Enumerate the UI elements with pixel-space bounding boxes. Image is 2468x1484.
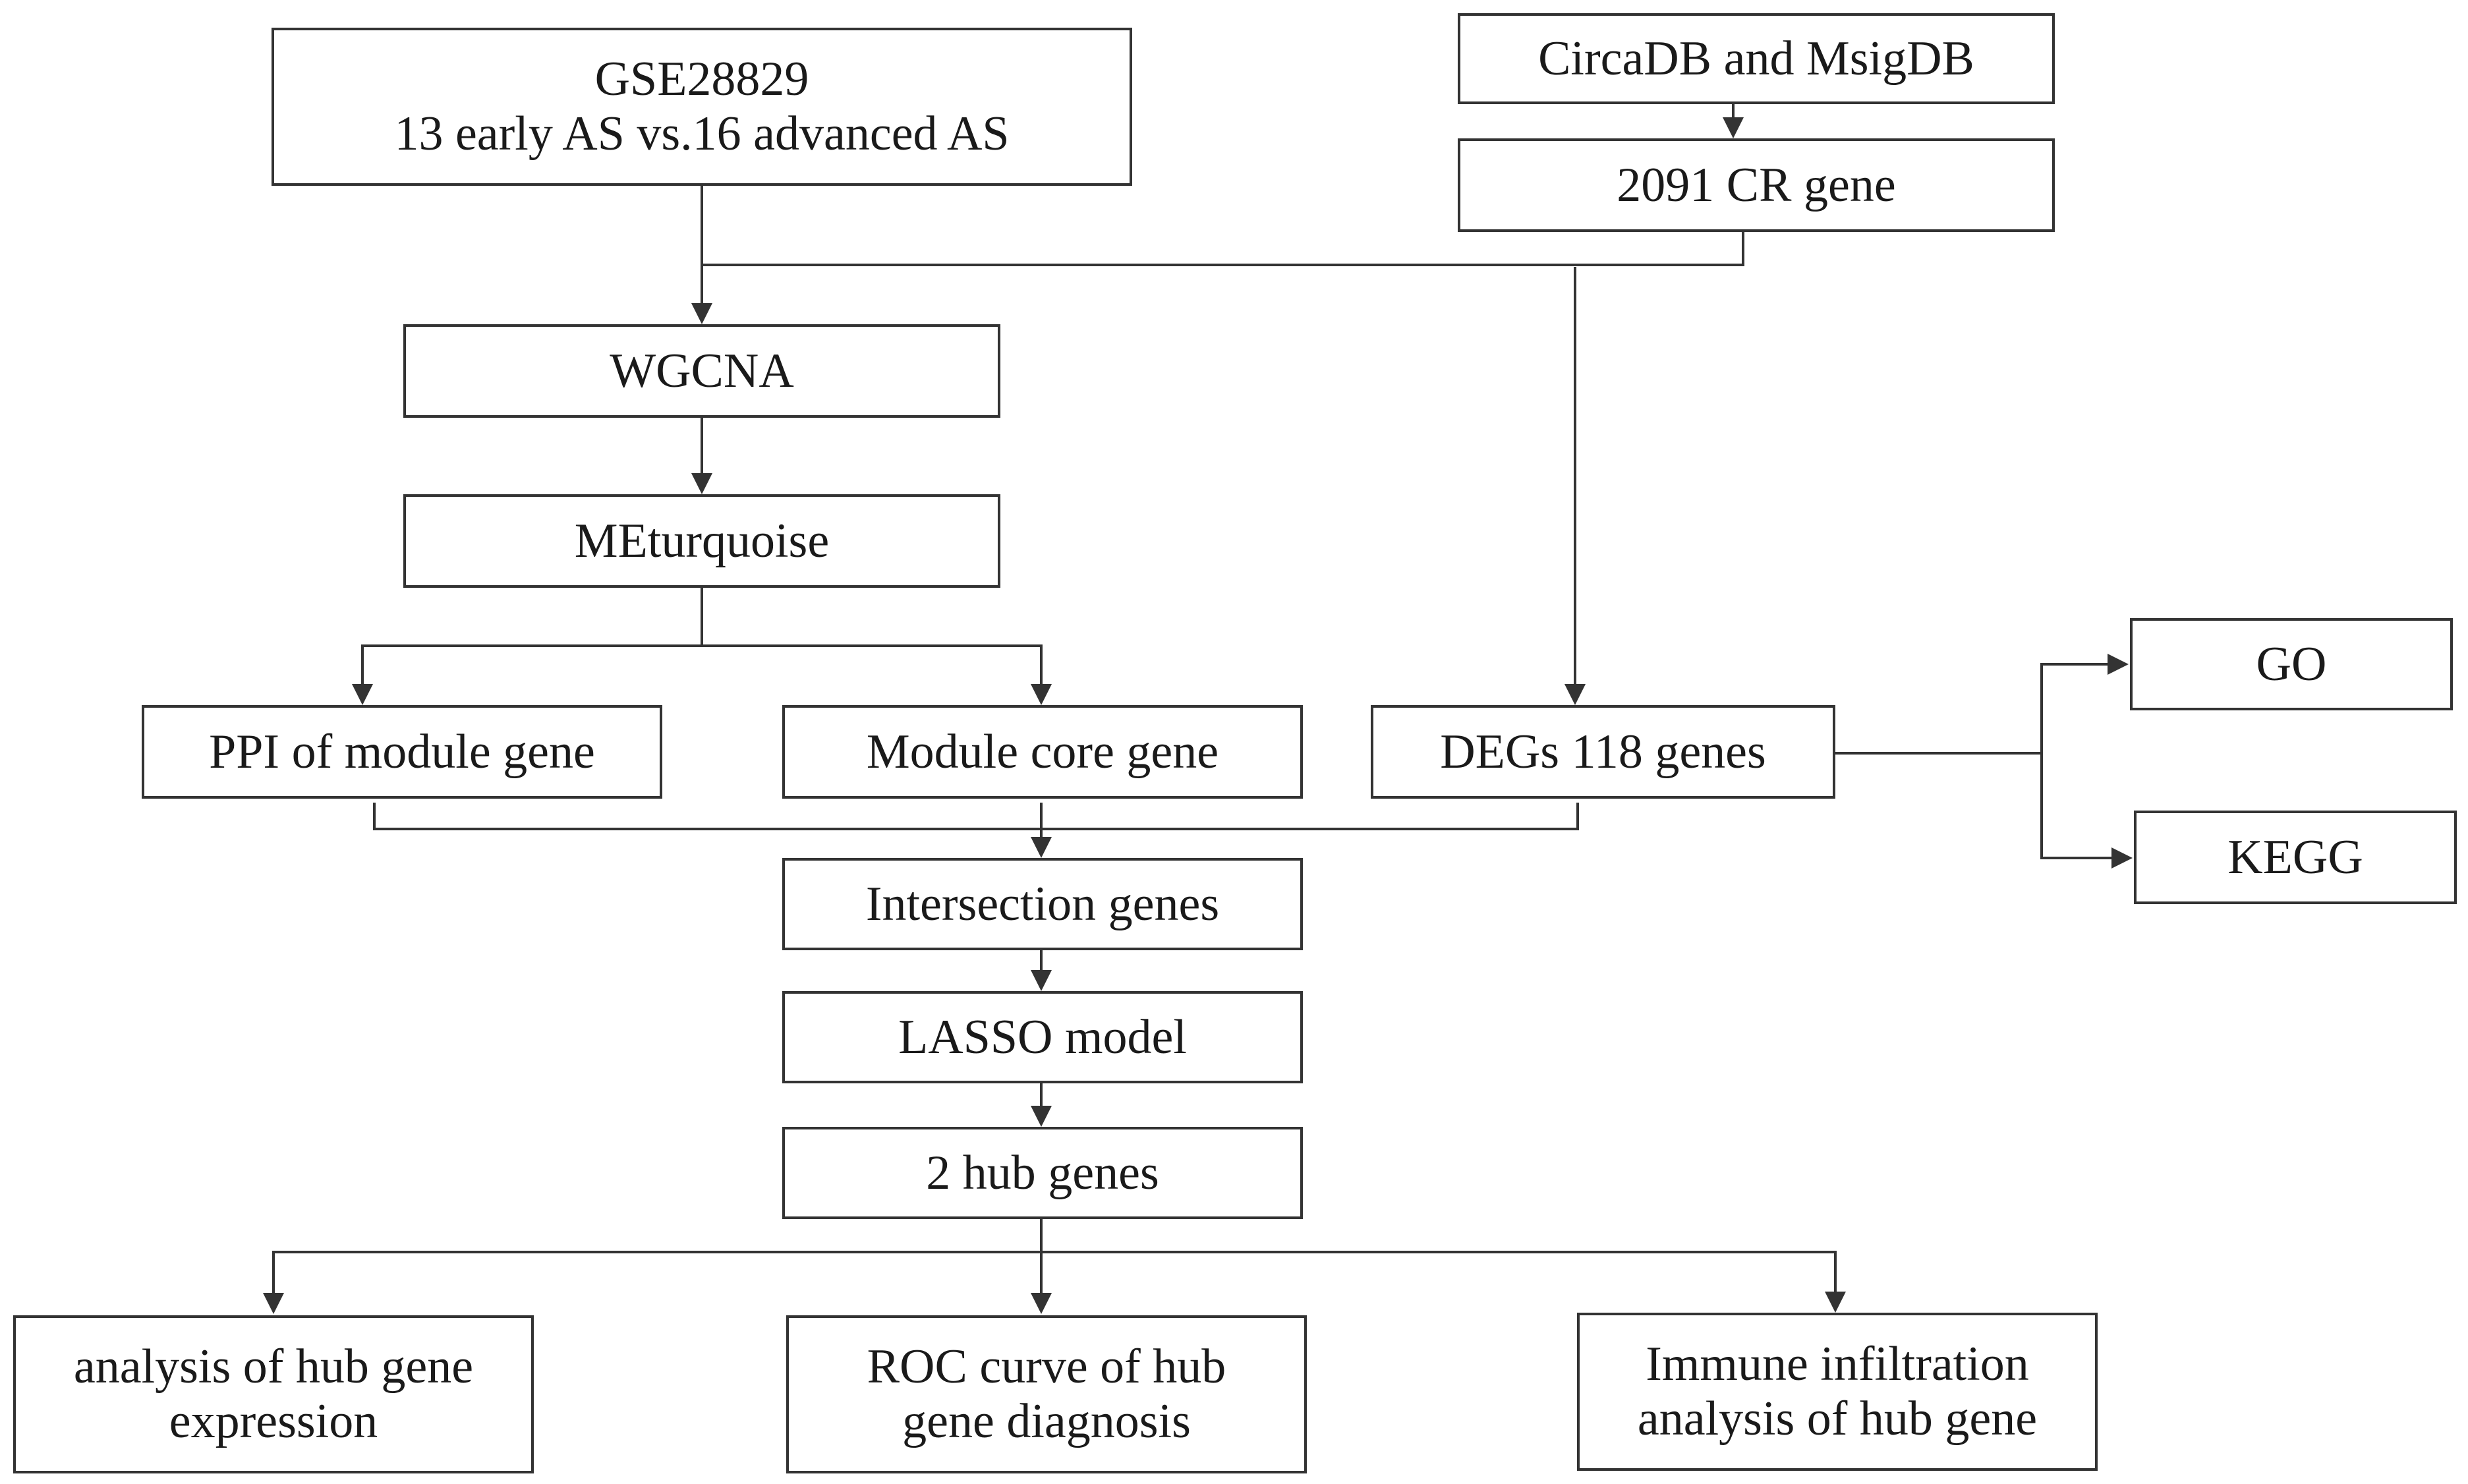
node-gse28829-line2: 13 early AS vs.16 advanced AS (394, 107, 1010, 161)
node-degs-label: DEGs 118 genes (1440, 724, 1766, 779)
node-gse28829: GSE28829 13 early AS vs.16 advanced AS (272, 28, 1132, 186)
edge-meturquoise-to-module-core (702, 644, 1052, 705)
node-intersection-genes-label: Intersection genes (865, 876, 1220, 931)
node-cr-gene-label: 2091 CR gene (1617, 157, 1896, 212)
node-hub-gene-expression-line2: expression (169, 1394, 378, 1448)
node-lasso-model-label: LASSO model (898, 1010, 1187, 1064)
node-wgcna-label: WGCNA (610, 343, 794, 398)
node-immune-infiltration: Immune infiltration analysis of hub gene (1577, 1313, 2098, 1471)
node-kegg: KEGG (2134, 811, 2457, 904)
node-ppi-module-gene: PPI of module gene (142, 705, 662, 799)
edge-merge-line (373, 803, 1579, 830)
node-intersection-genes: Intersection genes (782, 858, 1303, 950)
node-circadb-msigdb-label: CircaDB and MsigDB (1538, 31, 1974, 86)
edge-meturquoise-split (352, 586, 703, 705)
node-module-core-gene: Module core gene (782, 705, 1303, 799)
node-degs: DEGs 118 genes (1371, 705, 1835, 799)
node-cr-gene: 2091 CR gene (1458, 138, 2055, 232)
node-immune-infiltration-line1: Immune infiltration (1646, 1337, 2029, 1392)
edge-hub-to-immune (1041, 1251, 1846, 1313)
node-hub-gene-expression: analysis of hub gene expression (13, 1315, 534, 1473)
node-circadb-msigdb: CircaDB and MsigDB (1458, 13, 2055, 104)
node-go-label: GO (2256, 637, 2327, 691)
node-gse28829-line1: GSE28829 (594, 52, 809, 107)
node-lasso-model: LASSO model (782, 991, 1303, 1083)
node-meturquoise: MEturquoise (403, 494, 1000, 588)
node-hub-gene-expression-line1: analysis of hub gene (73, 1340, 474, 1394)
node-roc-curve-line1: ROC curve of hub (867, 1340, 1226, 1394)
edge-hub-split (263, 1218, 1043, 1314)
node-immune-infiltration-line2: analysis of hub gene (1637, 1392, 2038, 1446)
node-kegg-label: KEGG (2227, 830, 2363, 884)
edge-degs-to-kegg (2040, 753, 2133, 869)
node-roc-curve: ROC curve of hub gene diagnosis (786, 1315, 1307, 1473)
node-module-core-gene-label: Module core gene (866, 724, 1219, 779)
edge-degs-to-go (2040, 654, 2129, 753)
node-go: GO (2130, 618, 2453, 710)
edge-cr-gene-join (702, 231, 1744, 266)
node-hub-genes: 2 hub genes (782, 1127, 1303, 1219)
node-hub-genes-label: 2 hub genes (926, 1145, 1159, 1200)
node-ppi-module-gene-label: PPI of module gene (209, 724, 595, 779)
node-wgcna: WGCNA (403, 324, 1000, 418)
node-meturquoise-label: MEturquoise (574, 513, 830, 568)
node-roc-curve-line2: gene diagnosis (902, 1394, 1191, 1448)
